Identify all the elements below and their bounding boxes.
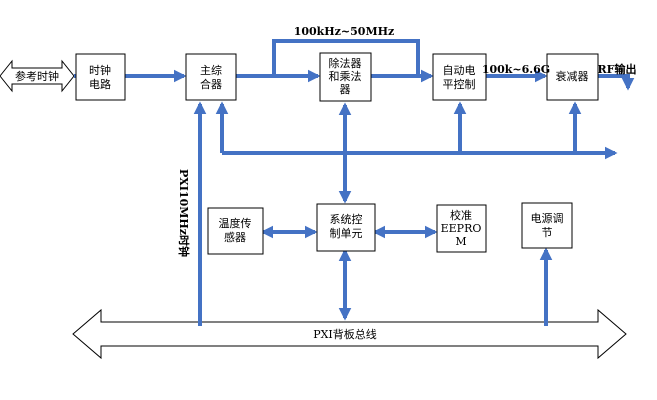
svg-text:合器: 合器 xyxy=(200,77,222,91)
svg-text:系统控: 系统控 xyxy=(330,212,363,226)
block-clock-circuit: 时钟 电路 xyxy=(75,53,126,101)
svg-text:制单元: 制单元 xyxy=(330,227,363,240)
wire-rf-out xyxy=(598,74,635,91)
svg-text:自动电: 自动电 xyxy=(443,64,476,77)
svg-text:校准: 校准 xyxy=(450,208,472,222)
block-power-regulation: 电源调 节 xyxy=(521,202,573,249)
block-temp-sensor: 温度传 感器 xyxy=(207,207,264,255)
svg-text:和乘法: 和乘法 xyxy=(329,69,362,83)
svg-text:衰减器: 衰减器 xyxy=(556,69,589,83)
rf-out-label: RF输出 xyxy=(598,62,637,76)
svg-text:温度传: 温度传 xyxy=(219,216,252,230)
block-system-controller: 系统控 制单元 xyxy=(316,203,376,252)
bypass-freq-label: 100kHz~50MHz xyxy=(294,25,395,38)
block-attenuator: 衰减器 xyxy=(546,53,599,101)
pxi-clock-label: PXI10MHz时钟 xyxy=(177,169,191,257)
ref-clock-label: 参考时钟 xyxy=(15,69,59,83)
svg-text:平控制: 平控制 xyxy=(443,77,476,91)
svg-text:电源调: 电源调 xyxy=(531,211,564,225)
svg-text:EEPRO: EEPRO xyxy=(441,222,482,235)
svg-text:感器: 感器 xyxy=(224,231,246,244)
svg-text:M: M xyxy=(455,235,466,248)
svg-text:除法器: 除法器 xyxy=(329,56,362,70)
pxi-bus-arrow xyxy=(72,308,627,360)
svg-text:节: 节 xyxy=(542,226,553,239)
svg-text:主综: 主综 xyxy=(200,63,222,77)
block-divider-multiplier: 除法器 和乘法 器 xyxy=(319,52,372,102)
svg-text:器: 器 xyxy=(340,83,351,96)
block-main-synthesizer: 主综 合器 xyxy=(185,53,237,101)
block-alc: 自动电 平控制 xyxy=(432,53,487,101)
svg-text:电路: 电路 xyxy=(89,78,111,91)
alc-freq-label: 100k~6.6G xyxy=(482,63,550,76)
svg-text:时钟: 时钟 xyxy=(89,63,111,77)
signal-wires xyxy=(74,39,635,326)
block-eeprom: 校准 EEPRO M xyxy=(436,204,487,253)
pxi-bus-label: PXI背板总线 xyxy=(313,327,377,341)
